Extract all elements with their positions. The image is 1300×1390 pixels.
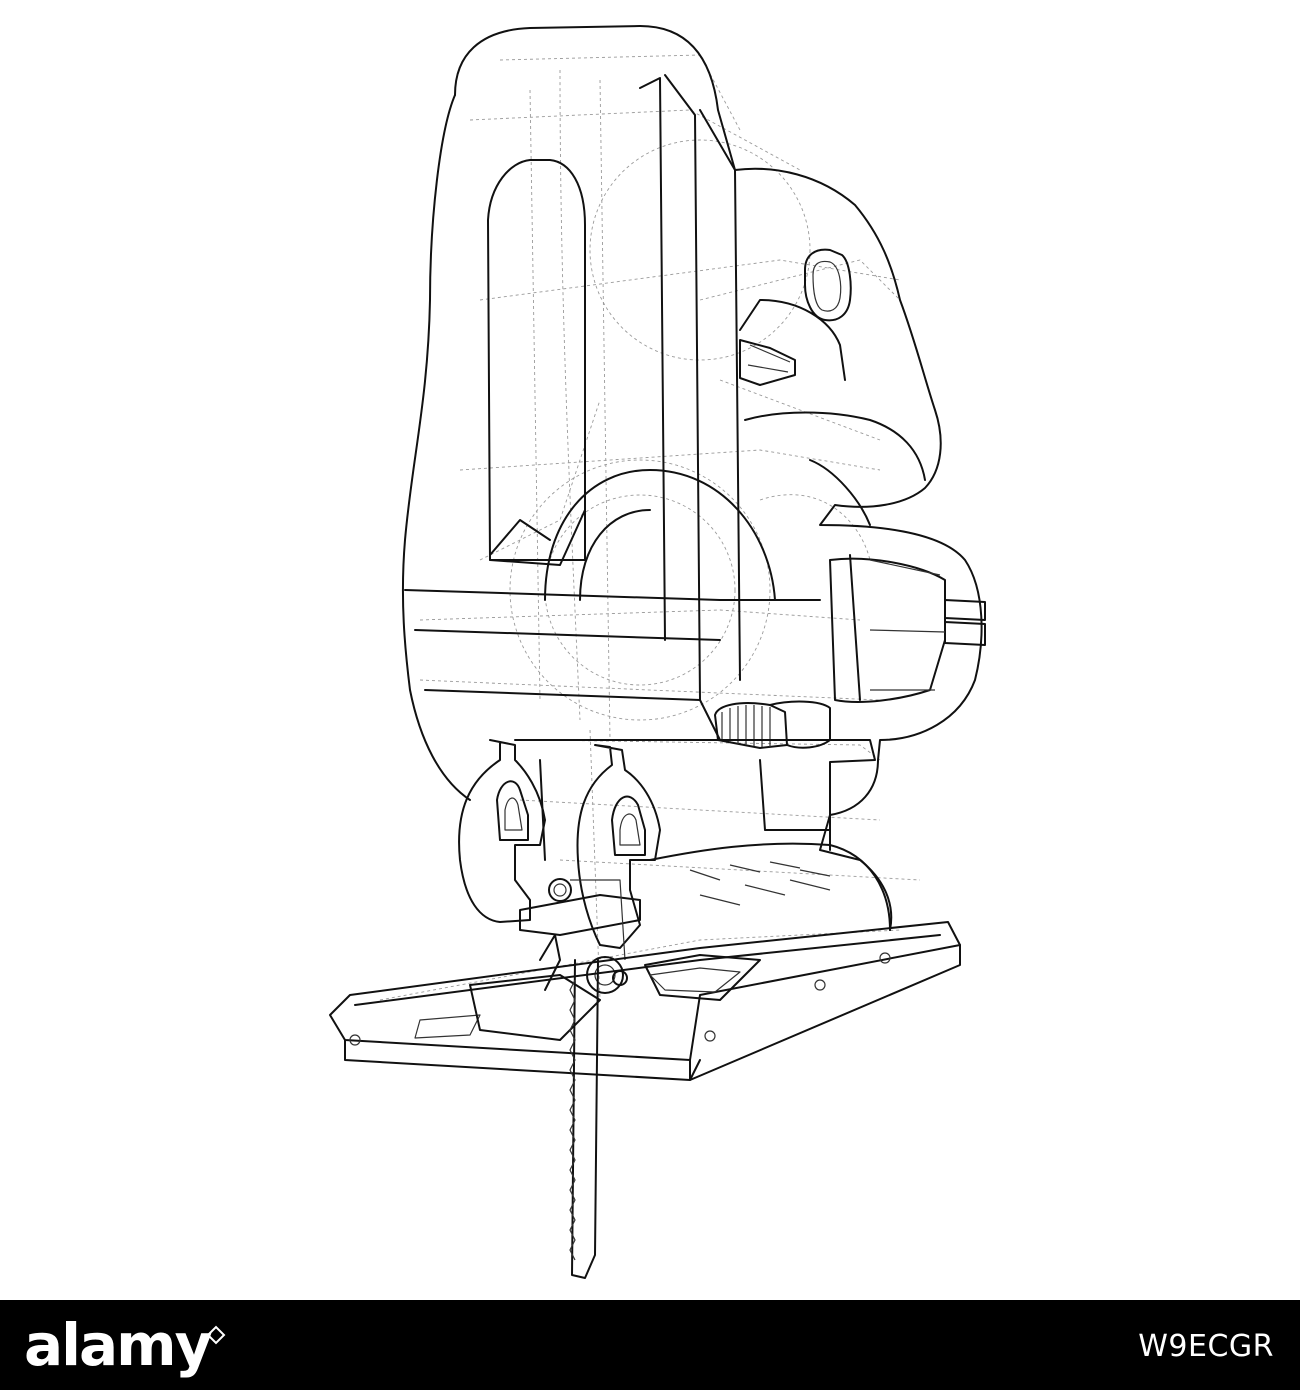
saw-blade [539, 934, 599, 1279]
stock-image-id: W9ECGR [1138, 1329, 1274, 1364]
base-plate [329, 921, 961, 1081]
lower-housing [514, 739, 891, 931]
image-canvas [329, 25, 986, 1279]
hidden-construction-lines [379, 54, 921, 1001]
brand-logo: alamy [24, 1311, 212, 1379]
blade-guard-left [458, 739, 546, 923]
adjustment-knob [714, 700, 831, 749]
blade-guard-right [576, 744, 661, 949]
blade-clamp [519, 878, 641, 994]
brand-mark-icon [206, 1325, 226, 1345]
tool-body [401, 25, 986, 931]
watermark-bar: alamy W9ECGR [0, 1300, 1300, 1390]
jigsaw-wireframe-drawing [329, 25, 986, 1279]
